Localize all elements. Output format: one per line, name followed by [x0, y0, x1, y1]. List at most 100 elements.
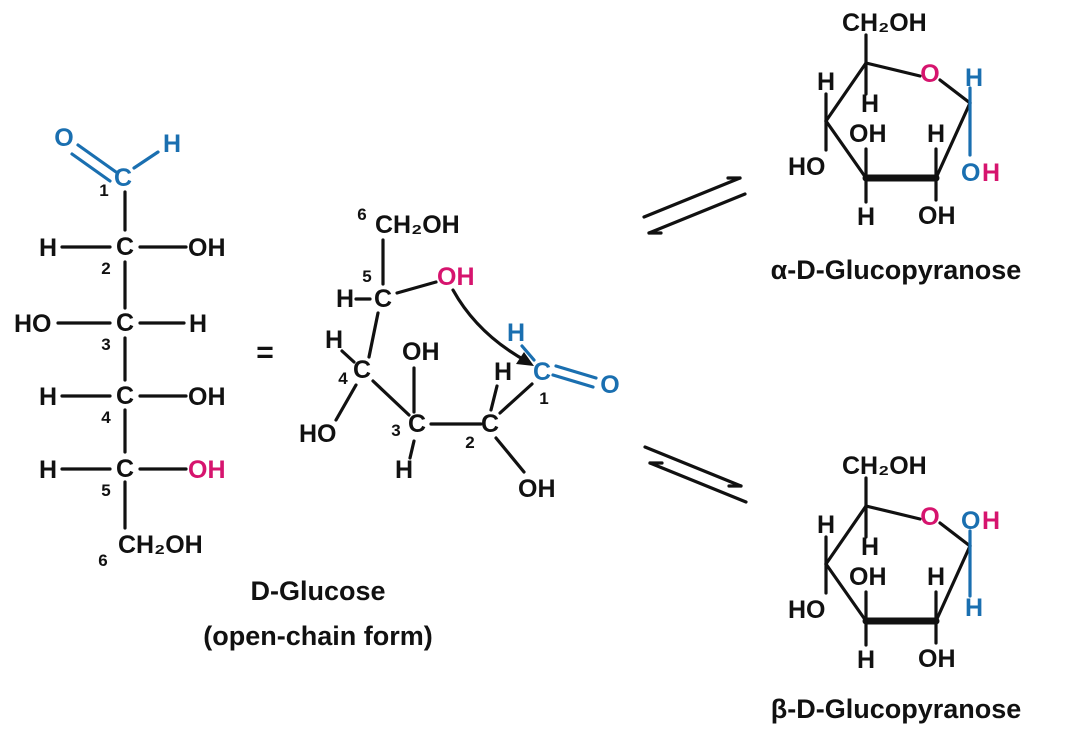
mid-c5-hydroxyl: OH — [437, 263, 475, 291]
ring-bond-c3-c4 — [824, 119, 868, 180]
beta-c3-hydrogen: H — [857, 646, 875, 674]
c4-hydrogen: H — [39, 383, 57, 411]
beta-c2-hydrogen: H — [927, 563, 945, 591]
alpha-c4-hydrogen: H — [817, 68, 835, 96]
ring-bond-c5-o — [864, 504, 922, 521]
c6-group: CH₂OH — [118, 531, 203, 559]
carbonyl-double-bond-a — [76, 143, 118, 174]
c1-o-double-bond-b — [551, 373, 595, 389]
alpha-c4-hydroxyl: HO — [788, 153, 826, 181]
c5-c4-bond — [367, 311, 380, 359]
c1-hydrogen: H — [163, 130, 181, 158]
c2-hydrogen: H — [39, 234, 57, 262]
c5-hydroxyl-highlight: OH — [188, 456, 226, 484]
fischer-projection: O H C 1 C 2 H OH C 3 HO H C 4 H OH C 5 H — [14, 124, 226, 570]
forward-half-arrow — [642, 176, 742, 219]
c3-hydrogen: H — [189, 310, 207, 338]
alpha-c2-hydroxyl: OH — [918, 202, 956, 230]
ring-bond-o-c1 — [938, 521, 972, 548]
mid-c5-number: 5 — [362, 267, 371, 286]
equals-sign: = — [256, 336, 274, 369]
alpha-c6-group: CH₂OH — [842, 9, 927, 37]
c3-carbon: C — [116, 309, 134, 337]
mid-c3-number: 3 — [391, 421, 400, 440]
c4-oh-bond — [334, 383, 358, 422]
attack-arrow-head — [516, 352, 534, 366]
mid-c2-carbon: C — [481, 410, 499, 438]
ring-bond-o-c1 — [938, 78, 972, 105]
ring-bond-c1-c2 — [934, 544, 972, 623]
equilibrium-arrow-beta — [643, 445, 748, 504]
mid-c5-hydrogen: H — [336, 285, 354, 313]
mid-c4-carbon: C — [353, 356, 371, 384]
ring-bond-c3-c4 — [824, 562, 868, 623]
mid-c6-group: CH₂OH — [375, 211, 460, 239]
mid-c5-carbon: C — [374, 285, 392, 313]
mid-c3-hydroxyl: OH — [402, 338, 440, 366]
equilibrium-arrow-alpha — [642, 176, 747, 235]
beta-glucopyranose: O CH₂OH H O H H H OH OH H H HO β-D-Gluco… — [771, 452, 1022, 724]
c4-h-bond — [340, 349, 356, 364]
ring-bond-c4-c5 — [824, 61, 868, 123]
c5-o-bond — [395, 280, 438, 295]
c1-number: 1 — [99, 181, 108, 200]
c3-h-bond — [408, 439, 416, 460]
mid-c1-carbon: C — [533, 358, 551, 386]
c2-oh-bond — [494, 436, 526, 474]
open-chain-name: D-Glucose — [250, 576, 385, 606]
ring-oxygen: O — [920, 503, 939, 531]
alpha-c3-hydroxyl: OH — [849, 120, 887, 148]
c5-hydrogen: H — [39, 456, 57, 484]
mid-c3-carbon: C — [408, 410, 426, 438]
c1-h-bond — [520, 344, 536, 362]
mid-c1-oxygen: O — [600, 371, 619, 399]
c1-o-double-bond-a — [554, 364, 598, 380]
ring-oxygen: O — [920, 60, 939, 88]
c1-carbon: C — [114, 164, 132, 192]
c2-hydroxyl: OH — [188, 234, 226, 262]
beta-c5-hydrogen: H — [861, 533, 879, 561]
c3-number: 3 — [101, 335, 110, 354]
c4-hydroxyl: OH — [188, 383, 226, 411]
alpha-c1-oxygen: O — [961, 159, 980, 187]
c2-number: 2 — [101, 259, 110, 278]
carbonyl-double-bond-b — [70, 152, 112, 183]
c5-number: 5 — [101, 481, 110, 500]
c6-number: 6 — [98, 551, 107, 570]
c2-c1-bond — [498, 382, 534, 415]
c3-hydroxyl: HO — [14, 310, 52, 338]
beta-c1-oxygen: O — [961, 507, 980, 535]
c5-carbon: C — [116, 455, 134, 483]
mid-c4-hydroxyl: HO — [299, 420, 337, 448]
alpha-c5-hydrogen: H — [861, 90, 879, 118]
beta-c4-hydrogen: H — [817, 511, 835, 539]
ring-bond-c1-c2 — [934, 101, 972, 180]
c2-carbon: C — [116, 233, 134, 261]
open-chain-form-label: (open-chain form) — [203, 621, 433, 651]
mid-c3-hydrogen: H — [395, 456, 413, 484]
beta-c3-hydroxyl: OH — [849, 563, 887, 591]
c4-number: 4 — [101, 408, 111, 427]
beta-c2-hydroxyl: OH — [918, 645, 956, 673]
ring-bond-c5-o — [864, 61, 922, 78]
alpha-c1-hydrogen: H — [965, 64, 983, 92]
mid-c6-number: 6 — [357, 205, 366, 224]
alpha-c2-hydrogen: H — [927, 120, 945, 148]
alpha-c3-hydrogen: H — [857, 203, 875, 231]
reverse-half-arrow — [647, 192, 747, 235]
beta-c1-hydrogen-highlight: H — [982, 507, 1000, 535]
reverse-half-arrow — [648, 461, 748, 504]
mid-c2-number: 2 — [465, 433, 474, 452]
beta-name: β-D-Glucopyranose — [771, 694, 1022, 724]
mid-c4-number: 4 — [338, 369, 348, 388]
curled-chain: 6 CH₂OH C 5 H OH C 4 H HO C 3 OH H C 2 O… — [299, 205, 620, 503]
mid-c2-hydrogen: H — [494, 358, 512, 386]
beta-c4-hydroxyl: HO — [788, 596, 826, 624]
alpha-glucopyranose: O CH₂OH H H O H H OH OH H H HO α-D-Gluco… — [771, 9, 1022, 285]
alpha-name: α-D-Glucopyranose — [771, 255, 1022, 285]
alpha-c1-hydrogen-highlight: H — [982, 159, 1000, 187]
c4-c3-bond — [371, 379, 411, 417]
beta-c1-hydrogen: H — [965, 594, 983, 622]
aldehyde-h-bond — [132, 150, 160, 170]
